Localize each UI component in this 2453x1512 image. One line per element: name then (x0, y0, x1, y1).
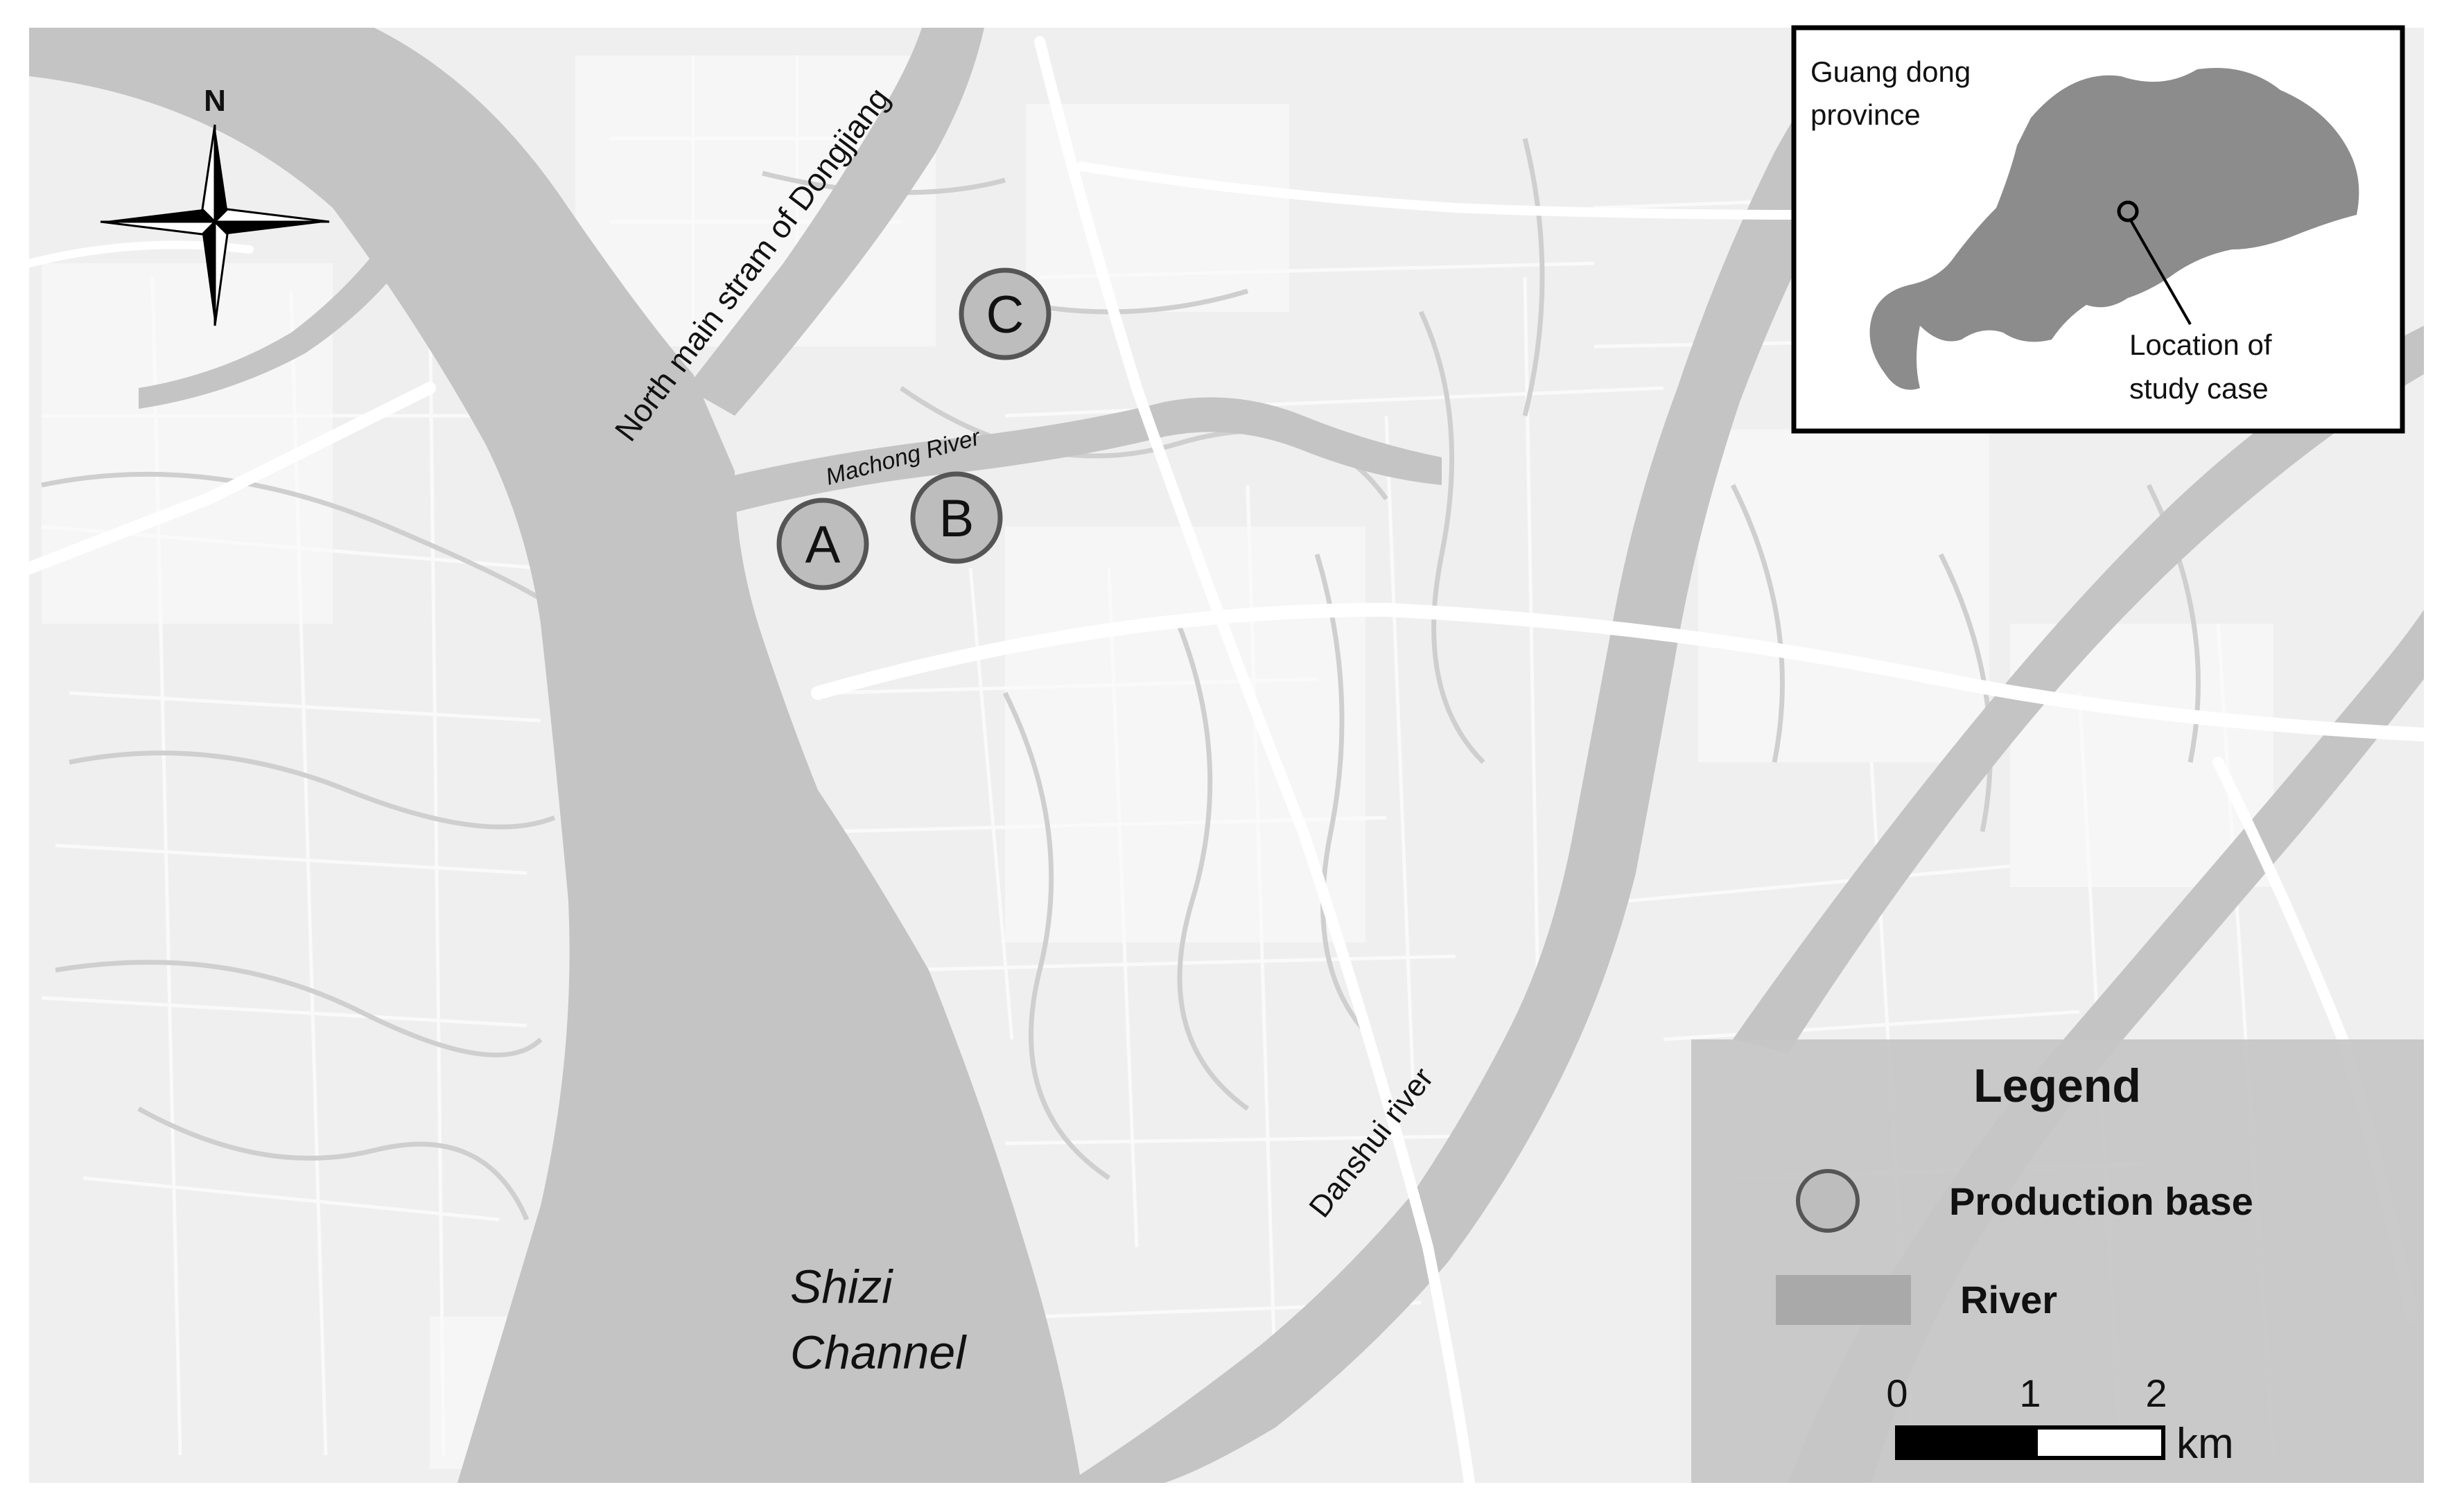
north-arrow-icon: N (100, 84, 330, 326)
site-c-label: C (986, 285, 1024, 344)
inset-province-label-line1: Guang dong (1810, 55, 1971, 88)
site-b-marker: B (910, 471, 1003, 564)
inset-province-label-line2: province (1810, 98, 1921, 131)
scale-unit: km (2176, 1420, 2234, 1468)
legend-river-label: River (1960, 1278, 2057, 1321)
legend-river-symbol (1776, 1275, 1911, 1325)
location-leader-line (2129, 220, 2192, 325)
inset-location-label-line1: Location of (2129, 328, 2272, 361)
site-a-label: A (805, 516, 841, 574)
scale-tick-1: 1 (2019, 1371, 2041, 1415)
shizi-channel (29, 28, 1081, 1483)
shizi-label-line1: Shizi (790, 1260, 893, 1313)
site-b-label: B (939, 489, 975, 548)
shizi-label-line2: Channel (790, 1326, 967, 1379)
inset-location-label-line2: study case (2129, 372, 2269, 405)
scale-tick-2: 2 (2145, 1371, 2167, 1415)
district-blocks (42, 55, 2273, 1469)
west-creek (139, 236, 409, 409)
study-location-dot (2117, 200, 2139, 222)
scale-tick-0: 0 (1886, 1371, 1908, 1415)
site-c-marker: C (959, 267, 1051, 360)
guangdong-province-shape (1869, 68, 2359, 390)
legend-production-base-symbol (1796, 1169, 1860, 1233)
legend-title: Legend (1973, 1060, 2141, 1112)
legend-panel: Legend Production base River 0 1 2 km (1691, 1039, 2424, 1483)
north-main-stream-river (686, 28, 984, 416)
scale-bar: 0 1 2 km (1886, 1371, 2233, 1468)
canals (41, 138, 2201, 1221)
machong-river (693, 397, 1442, 520)
site-a-marker: A (776, 498, 869, 590)
east-river-branch-2 (1733, 326, 2424, 1053)
inset-map: Guang dong province Location of study ca… (1791, 25, 2405, 434)
danshui-river (1067, 28, 1941, 1483)
legend-production-base-label: Production base (1949, 1179, 2253, 1223)
north-arrow-label: N (204, 84, 226, 118)
